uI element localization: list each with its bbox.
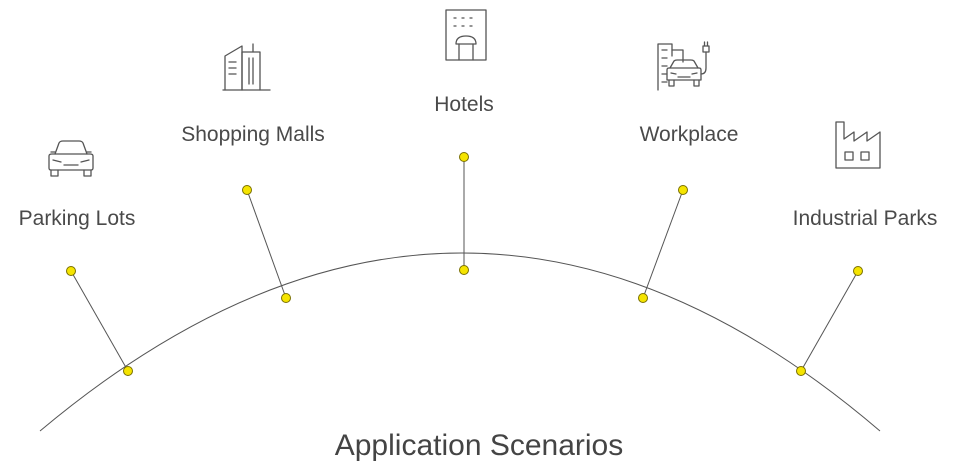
- scenario-label-shopping-malls: Shopping Malls: [181, 123, 325, 146]
- scenario-label-workplace: Workplace: [639, 123, 739, 146]
- end-node: [66, 266, 76, 276]
- arc-node: [638, 293, 648, 303]
- hotel-icon: [438, 7, 494, 63]
- scenario-label-parking-lots: Parking Lots: [18, 207, 136, 230]
- branch-workplace: [638, 185, 688, 303]
- end-node: [459, 152, 469, 162]
- end-node: [853, 266, 863, 276]
- arc-node: [123, 366, 133, 376]
- scenario-label-industrial-parks: Industrial Parks: [792, 207, 938, 230]
- branch-parking-lots: [66, 266, 133, 376]
- connector-line: [800, 270, 859, 372]
- arc-node: [281, 293, 291, 303]
- connector-line: [70, 270, 129, 372]
- main-arc: [39, 252, 881, 432]
- buildings-icon: [220, 38, 276, 94]
- branch-shopping-malls: [242, 185, 291, 303]
- connector-line: [246, 189, 287, 299]
- car-icon: [43, 130, 99, 186]
- ev-charging-icon: [655, 38, 711, 94]
- diagram-title: Application Scenarios: [334, 429, 624, 462]
- connector-line: [642, 189, 684, 299]
- scenario-label-hotels: Hotels: [434, 93, 494, 116]
- branch-industrial-parks: [796, 266, 863, 376]
- end-node: [678, 185, 688, 195]
- factory-icon: [832, 118, 888, 174]
- arc-node: [796, 366, 806, 376]
- arc-node: [459, 265, 469, 275]
- branch-hotels: [459, 152, 469, 275]
- end-node: [242, 185, 252, 195]
